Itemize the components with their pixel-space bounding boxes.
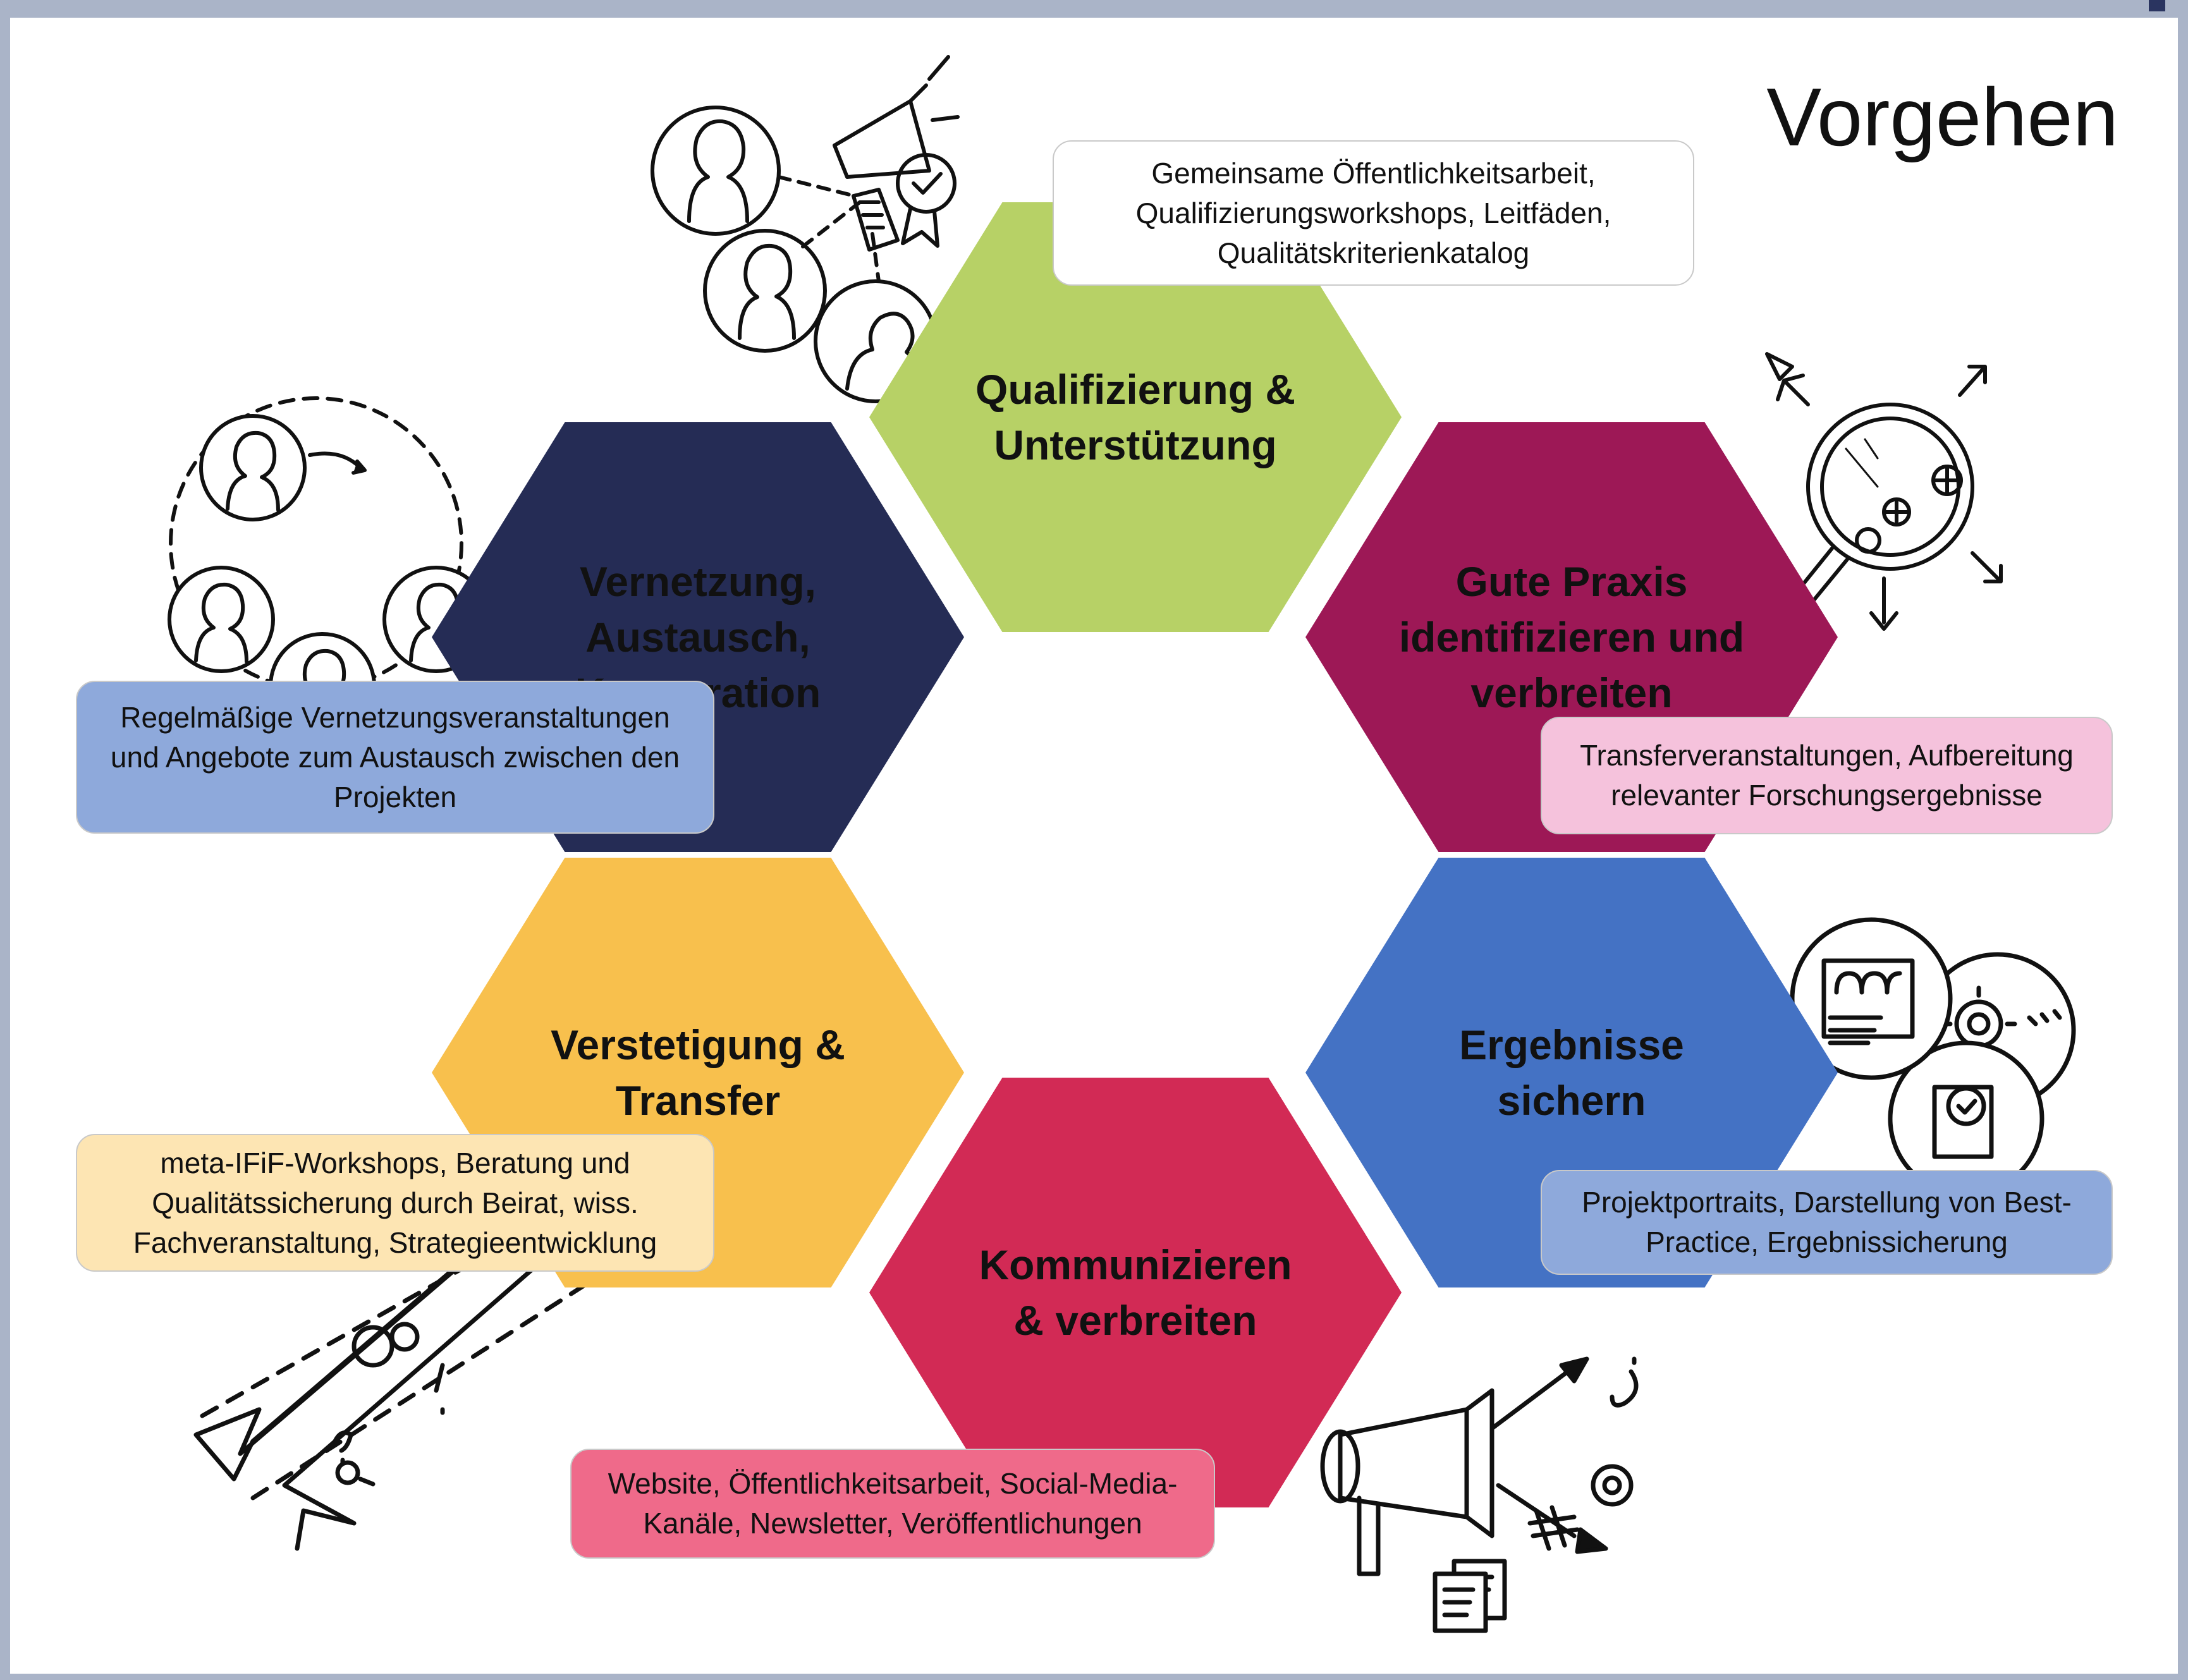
box-kommunizieren: Website, Öffentlichkeitsarbeit, Social-M… <box>570 1449 1215 1559</box>
megaphone-social-illustration <box>1320 1356 1639 1633</box>
box-qualifizierung: Gemeinsame Öffentlichkeitsarbeit, Qualif… <box>1053 140 1694 286</box>
hex-label-verstetigung: Verstetigung & Transfer <box>551 1021 845 1124</box>
hex-label-ergebnisse: Ergebnisse sichern <box>1459 1021 1684 1124</box>
hex-label-qualifizierung: Qualifizierung & Unterstützung <box>975 366 1296 468</box>
page-title: Vorgehen <box>1766 71 2118 163</box>
corner-mark <box>2149 0 2165 11</box>
frame-right <box>2178 0 2188 1680</box>
box-ergebnisse: Projektportraits, Darstellung von Best- … <box>1541 1170 2113 1275</box>
box-gute-praxis: Transferveranstaltungen, Aufbereitung re… <box>1541 717 2113 834</box>
frame-left <box>0 0 10 1680</box>
box-vernetzung: Regelmäßige Vernetzungsveranstaltungen u… <box>76 681 714 834</box>
box-verstetigung: meta-IFiF-Workshops, Beratung und Qualit… <box>76 1134 714 1272</box>
hex-label-gute-praxis: Gute Praxis identifizieren und verbreite… <box>1398 558 1745 716</box>
documents-gears-illustration <box>1790 917 2076 1197</box>
frame-bottom <box>0 1674 2188 1680</box>
frame-top <box>0 0 2188 18</box>
hex-label-kommunizieren: Kommunizieren & verbreiten <box>979 1241 1292 1344</box>
